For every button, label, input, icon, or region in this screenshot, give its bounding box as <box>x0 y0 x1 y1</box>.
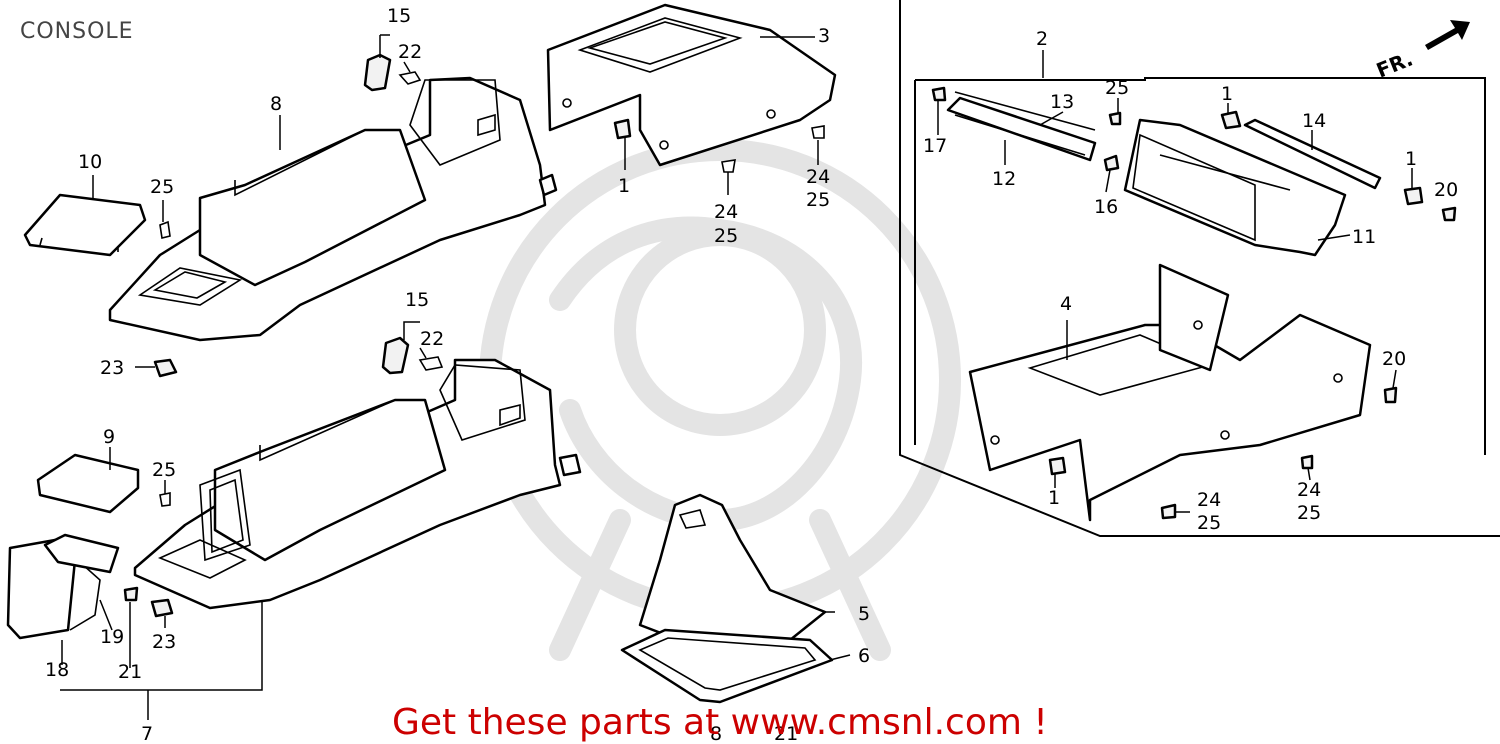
trim-strip-part-12 <box>946 96 1097 162</box>
assembly-frame-2 <box>899 0 1500 537</box>
callout-3: 3 <box>818 25 830 47</box>
callout-22: 22 <box>398 41 422 63</box>
holder-part-19 <box>43 533 120 574</box>
clip-part-1b <box>1403 186 1424 206</box>
promo-link-text[interactable]: Get these parts at www.cmsnl.com ! <box>392 702 1048 743</box>
callout-16: 16 <box>1094 196 1118 218</box>
callout-2: 2 <box>1036 28 1048 50</box>
nut-23-lower <box>150 598 174 618</box>
callout-24: 24 <box>1197 489 1221 511</box>
nut-23-upper <box>153 358 178 378</box>
callout-23: 23 <box>152 631 176 653</box>
bracket-part-14 <box>1243 118 1382 190</box>
callout-25: 25 <box>1105 77 1129 99</box>
callout-4: 4 <box>1060 293 1072 315</box>
leader-lines <box>60 34 1413 720</box>
screw-part-24c <box>1300 454 1314 470</box>
fastener-25-lower <box>159 492 171 507</box>
callout-8: 8 <box>270 93 282 115</box>
callout-13: 13 <box>1050 91 1074 113</box>
callout-15: 15 <box>387 5 411 27</box>
callout-1: 1 <box>1221 83 1233 105</box>
screw-part-20a <box>1441 206 1457 222</box>
upper-console-part-8 <box>108 76 558 342</box>
panel-part-11 <box>1123 118 1347 257</box>
lower-console-part-7 <box>133 358 582 610</box>
callout-23: 23 <box>100 357 124 379</box>
callout-5: 5 <box>858 603 870 625</box>
lower-console-part-4 <box>968 263 1372 522</box>
rail-part-13 <box>954 91 1096 131</box>
callout-21: 21 <box>774 723 798 744</box>
callout-14: 14 <box>1302 110 1326 132</box>
callout-19: 19 <box>100 626 124 648</box>
boot-frame-part-6 <box>620 628 834 704</box>
callout-20: 20 <box>1382 348 1406 370</box>
clip-lower-15-22 <box>381 336 444 375</box>
lid-part-10 <box>23 193 147 257</box>
screw-part-20b <box>1383 386 1398 404</box>
fastener-upper <box>159 118 825 239</box>
clip-part-1c <box>1048 456 1067 476</box>
callout-22: 22 <box>420 328 444 350</box>
callout-1: 1 <box>1405 148 1417 170</box>
callout-17: 17 <box>923 135 947 157</box>
screw-21-lower <box>123 586 139 602</box>
callout-25: 25 <box>152 459 176 481</box>
cover-part-3 <box>546 3 837 167</box>
callout-24: 24 <box>806 166 830 188</box>
callout-25: 25 <box>1197 512 1221 534</box>
callout-6: 6 <box>858 645 870 667</box>
callout-8: 8 <box>710 723 722 744</box>
front-direction-arrow-icon: FR. <box>1373 20 1470 83</box>
page-title: CONSOLE <box>20 19 134 44</box>
callout-1: 1 <box>618 175 630 197</box>
callout-9: 9 <box>103 426 115 448</box>
clip-part-16 <box>1103 154 1120 172</box>
callout-7: 7 <box>141 723 153 744</box>
callout-12: 12 <box>992 168 1016 190</box>
callout-1: 1 <box>1048 487 1060 509</box>
callout-25: 25 <box>806 189 830 211</box>
callout-25: 25 <box>1297 502 1321 524</box>
callout-24: 24 <box>714 201 738 223</box>
screw-part-25a <box>1108 111 1122 126</box>
callout-25: 25 <box>150 176 174 198</box>
callout-labels: 15 22 8 10 25 3 1 24 25 24 25 23 15 22 9… <box>45 5 1458 744</box>
clip-upper-15-22 <box>363 53 422 92</box>
callout-24: 24 <box>1297 479 1321 501</box>
clip-part-1a <box>1220 110 1242 130</box>
callout-10: 10 <box>78 151 102 173</box>
callout-15: 15 <box>405 289 429 311</box>
callout-21: 21 <box>118 661 142 683</box>
lid-part-9 <box>36 453 140 514</box>
clip-part-17 <box>931 86 947 102</box>
callout-11: 11 <box>1352 226 1376 248</box>
callout-25: 25 <box>714 225 738 247</box>
callout-20: 20 <box>1434 179 1458 201</box>
callout-18: 18 <box>45 659 69 681</box>
screw-part-24d <box>1160 503 1177 520</box>
